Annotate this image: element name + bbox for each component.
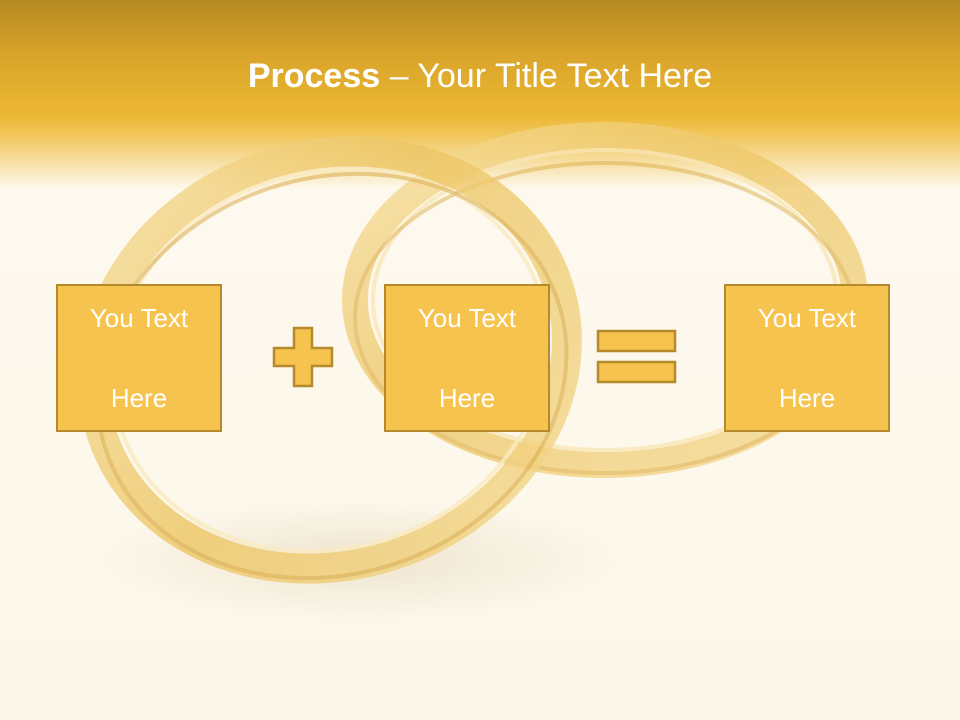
text-box-3-line1: You Text bbox=[757, 303, 857, 333]
text-box-2-line2: Here bbox=[438, 383, 496, 413]
text-box-3-line2: Here bbox=[778, 383, 836, 413]
title-rest: – Your Title Text Here bbox=[380, 57, 713, 95]
equals-icon bbox=[596, 329, 677, 384]
plus-icon bbox=[272, 326, 334, 388]
title-bold: Process bbox=[247, 57, 381, 95]
text-box-1-line1: You Text bbox=[89, 303, 189, 333]
text-box-2-line1: You Text bbox=[417, 303, 517, 333]
text-box-1-line2: Here bbox=[110, 383, 168, 413]
slide-title: Process – Your Title Text Here bbox=[0, 55, 960, 97]
